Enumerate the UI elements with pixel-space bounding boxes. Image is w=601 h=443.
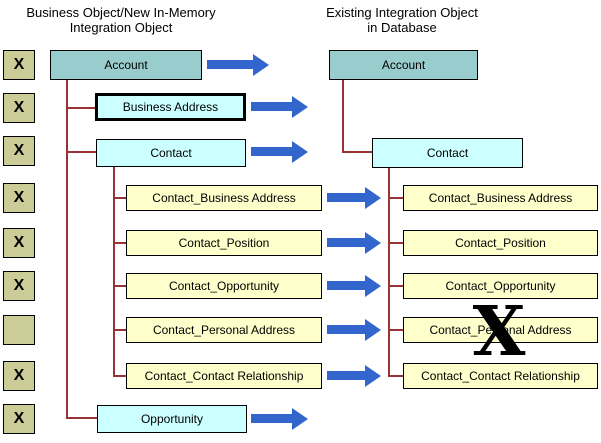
flow-arrow-contact-position [327,232,381,254]
left-node-contact: Contact [96,139,246,167]
left-node-contact-position: Contact_Position [126,230,322,256]
status-marker-account: X [3,50,35,80]
flow-arrow-opportunity [251,408,308,430]
arrow-head [292,96,308,118]
arrow-head [365,232,381,254]
arrow-head [292,141,308,163]
x-mark: X [13,410,25,427]
left-account-trunk-line [66,80,68,419]
arrow-shaft [327,281,367,290]
arrow-head [253,54,269,76]
left-branch-contact-position [113,242,126,244]
right-node-contact-opportunity: Contact_Opportunity [403,273,598,299]
left-column-title-line2: Integration Object [69,20,173,35]
left-node-contact-personal-address: Contact_Personal Address [126,317,322,343]
right-contact-trunk-line [388,168,390,377]
right-node-contact: Contact [372,138,523,168]
left-node-contact-contact-relationship: Contact_Contact Relationship [126,363,322,389]
left-node-business-address-highlighted: Business Address [95,93,246,121]
flow-arrow-contact-business-address [327,187,381,209]
arrow-shaft [251,102,294,111]
left-contact-trunk-line [113,167,115,377]
left-node-contact-opportunity: Contact_Opportunity [126,273,322,299]
left-branch-contact [66,151,96,153]
left-column-title-line1: Business Object/New In-Memory [26,5,216,20]
left-branch-business-address [66,107,95,109]
x-mark: X [13,142,25,159]
right-branch-contact-personal-address [388,329,403,331]
right-node-contact-contact-relationship: Contact_Contact Relationship [403,363,598,389]
arrow-shaft [327,238,367,247]
left-branch-contact-business-address [113,197,126,199]
right-node-contact-business-address: Contact_Business Address [403,185,598,211]
x-mark: X [13,189,25,206]
status-marker-contact: X [3,136,35,166]
x-mark: X [13,277,25,294]
arrow-head [365,319,381,341]
left-branch-opportunity [66,417,97,419]
status-marker-contact-position: X [3,228,35,258]
x-mark: X [13,99,25,116]
left-column-title: Business Object/New In-Memory Integratio… [10,5,232,35]
right-column-title-line2: in Database [367,20,437,35]
flow-arrow-contact [251,141,308,163]
arrow-shaft [207,60,255,69]
right-column-title-line1: Existing Integration Object [326,5,478,20]
arrow-shaft [327,371,367,380]
arrow-head [365,365,381,387]
right-branch-contact-contact-relationship [388,375,403,377]
x-mark: X [13,234,25,251]
right-node-contact-position: Contact_Position [403,230,598,256]
left-branch-contact-contact-relationship [113,375,126,377]
flow-arrow-contact-contact-relationship [327,365,381,387]
arrow-shaft [251,414,294,423]
status-marker-business-address: X [3,93,35,123]
right-node-contact-personal-address: Contact_Personal Address [403,317,598,343]
left-node-contact-business-address: Contact_Business Address [126,185,322,211]
status-marker-contact-contact-relationship: X [3,361,35,391]
arrow-shaft [327,193,367,202]
status-marker-contact-business-address: X [3,183,35,213]
arrow-shaft [327,325,367,334]
status-marker-opportunity: X [3,404,35,434]
left-branch-contact-personal-address [113,329,126,331]
flow-arrow-contact-opportunity [327,275,381,297]
flow-arrow-business-address [251,96,308,118]
flow-arrow-account [207,54,269,76]
x-mark: X [13,56,25,73]
left-node-opportunity: Opportunity [97,405,247,433]
arrow-head [365,187,381,209]
right-branch-contact [342,151,372,153]
flow-arrow-contact-personal-address [327,319,381,341]
arrow-head [365,275,381,297]
right-branch-contact-position [388,242,403,244]
x-mark: X [13,367,25,384]
right-branch-contact-opportunity [388,285,403,287]
status-marker-contact-personal-address-empty [3,315,35,345]
right-column-title: Existing Integration Object in Database [307,5,497,35]
arrow-shaft [251,147,294,156]
right-account-trunk-line [342,80,344,153]
right-branch-contact-business-address [388,197,403,199]
arrow-head [292,408,308,430]
right-node-account: Account [329,50,478,80]
left-node-account: Account [50,50,202,80]
left-branch-contact-opportunity [113,285,126,287]
status-marker-contact-opportunity: X [3,271,35,301]
